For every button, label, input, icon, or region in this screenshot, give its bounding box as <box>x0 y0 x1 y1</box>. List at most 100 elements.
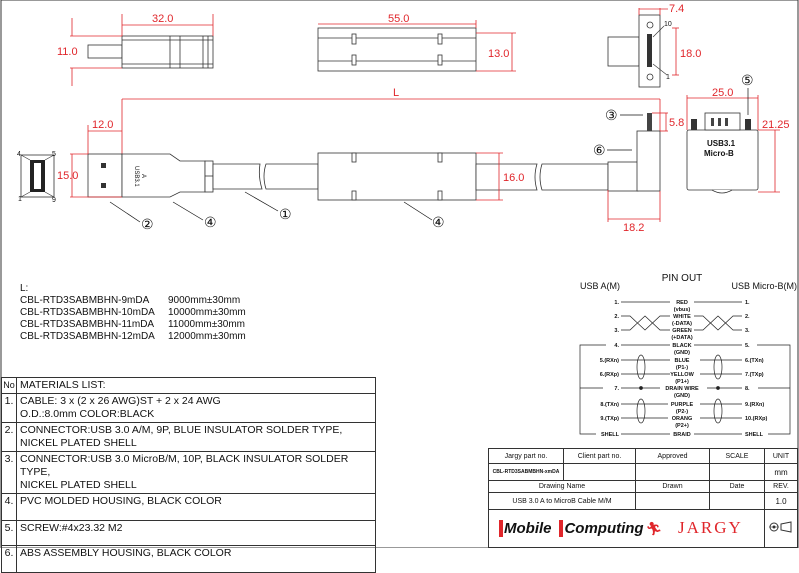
pin-label-1: 1 <box>666 74 670 81</box>
dim-main-view: 12.0 15.0 16.0 5.8 18.2 <box>57 112 684 234</box>
pin-left-label: 8.(TXn) <box>600 402 619 408</box>
wire-signal-label: (GND) <box>674 393 690 399</box>
drawn-value <box>635 492 710 510</box>
pin-label-9: 9 <box>52 197 56 204</box>
dim-16: 16.0 <box>503 172 524 184</box>
cable <box>212 152 609 201</box>
company-logos: Mobile Computing 🏃︎ JARGY <box>488 508 765 549</box>
dim-12: 12.0 <box>92 119 113 131</box>
pinout-title: PIN OUT <box>662 273 703 284</box>
h-approved: Approved <box>635 447 710 465</box>
pin-right-label: SHELL <box>745 432 764 438</box>
pin-label-10: 10 <box>664 21 672 28</box>
pin-left-label: 5.(RXn) <box>600 358 619 364</box>
wire-color-label: BRAID <box>673 432 690 438</box>
pin-right-label: 7.(TXp) <box>745 372 764 378</box>
h-jargy-part: Jargy part no. <box>488 447 564 465</box>
item-desc: SCREW:#4x23.32 M2 <box>16 520 376 546</box>
logo-mobile: Mobile <box>499 520 552 538</box>
part-number: CBL-RTD3SABMBHN-12mDA <box>20 331 155 342</box>
no-header: No <box>1 377 17 394</box>
dim-top-plug: 32.0 11.0 <box>57 13 214 86</box>
wire-signal-label: (+DATA) <box>671 335 693 341</box>
materials-header: MATERIALS LIST: <box>16 377 376 394</box>
jargy-part-value: CBL-RTD3SABMBHN-xmDA <box>488 463 564 482</box>
callout-6: ⑥ <box>593 142 606 158</box>
item-desc: PVC MOLDED HOUSING, BLACK COLOR <box>16 493 376 521</box>
wire-color-label: PURPLE <box>671 402 694 408</box>
pin-left-label: 4. <box>614 343 619 349</box>
part-number: CBL-RTD3SABMBHN-11mDA <box>20 319 155 330</box>
dim-32: 32.0 <box>152 13 173 25</box>
dim-microb-end: 7.4 18.0 <box>638 3 701 76</box>
length-row: CBL-RTD3SABMBHN-10mDA 10000mm±30mm <box>20 307 246 319</box>
item-no: 5. <box>1 520 17 546</box>
wire-color-label: ORANG <box>672 416 692 422</box>
approved-value <box>635 463 710 482</box>
pin-right-label: 10.(RXp) <box>745 416 767 422</box>
pinout-rows: 1.RED(vbus)1.2.WHITE(-DATA)2.3.GREEN(+DA… <box>600 300 768 438</box>
microb-mark: USB3.1 <box>707 139 736 148</box>
wire-color-label: GREEN <box>672 328 692 334</box>
wire-signal-label: (-DATA) <box>672 321 692 327</box>
pinout-labels: PIN OUT USB A(M) USB Micro-B(M) <box>580 273 797 291</box>
dim-18: 18.0 <box>680 48 701 60</box>
pin-right-label: 9.(RXn) <box>745 402 764 408</box>
microb-end-view: 10 1 <box>607 14 672 88</box>
pin-left-label: 1. <box>614 300 619 306</box>
dim-21-25: 21.25 <box>762 119 790 131</box>
pin-left-label: 6.(RXp) <box>600 372 619 378</box>
item-desc: ABS ASSEMBLY HOUSING, BLACK COLOR <box>16 545 376 573</box>
callout-1: ① <box>279 206 292 222</box>
dim-ferrite: 55.0 13.0 <box>318 13 516 72</box>
wire-signal-label: (GND) <box>674 350 690 356</box>
pin-left-label: SHELL <box>601 432 620 438</box>
title-block: Jargy part no. Client part no. Approved … <box>488 447 798 549</box>
dim-overall-length: L <box>121 87 661 154</box>
pin-left-label: 3. <box>614 328 619 334</box>
item-no: 4. <box>1 493 17 521</box>
item-desc: CONNECTOR:USB 3.0 A/M, 9P, BLUE INSULATO… <box>16 422 376 452</box>
page-border <box>0 0 799 548</box>
wire-color-label: RED <box>676 300 688 306</box>
length-value: 10000mm±30mm <box>168 307 246 318</box>
wire-color-label: WHITE <box>673 314 691 320</box>
part-number: CBL-RTD3SABMBHN-10mDA <box>20 307 155 318</box>
callout-4b: ④ <box>432 214 445 230</box>
pin-right-label: 8. <box>745 386 750 392</box>
wire-color-label: BLUE <box>675 358 690 364</box>
dim-25: 25.0 <box>712 87 733 99</box>
rev-value: 1.0 <box>764 492 798 510</box>
usb-a-mark-a: A <box>140 174 146 178</box>
wire-color-label: YELLOW <box>670 372 694 378</box>
pin-label-4: 4 <box>17 151 21 158</box>
microb-plug-side <box>607 113 661 192</box>
wire-signal-label: (P2+) <box>675 423 689 429</box>
item-no: 2. <box>1 422 17 452</box>
wire-color-label: BLACK <box>672 343 691 349</box>
microb-face-view: USB3.1 Micro-B <box>686 112 759 194</box>
usb-a-mark: USB3.1 <box>133 166 139 187</box>
h-rev: REV. <box>764 480 798 494</box>
callout-5: ⑤ <box>741 72 754 88</box>
dim-7-4: 7.4 <box>669 3 684 15</box>
pin-right-label: 6.(TXn) <box>745 358 764 364</box>
ferrite-top-view <box>317 27 477 72</box>
logo-computing: Computing <box>559 520 644 538</box>
cable-drawing: 32.0 11.0 55.0 13.0 10 1 7.4 18.0 <box>0 0 799 548</box>
pin-label-1a: 1 <box>18 196 22 203</box>
unit-value: mm <box>764 463 798 482</box>
date-value <box>709 492 765 510</box>
dim-5-8: 5.8 <box>669 117 684 129</box>
wire-signal-label: (P1-) <box>676 365 688 371</box>
part-number: CBL-RTD3SABMBHN-9mDA <box>20 295 150 306</box>
h-drawn: Drawn <box>635 480 710 494</box>
logo-jargy: JARGY <box>678 518 743 538</box>
wire-color-label: DRAIN WIRE <box>665 386 699 392</box>
h-unit: UNIT <box>764 447 798 465</box>
